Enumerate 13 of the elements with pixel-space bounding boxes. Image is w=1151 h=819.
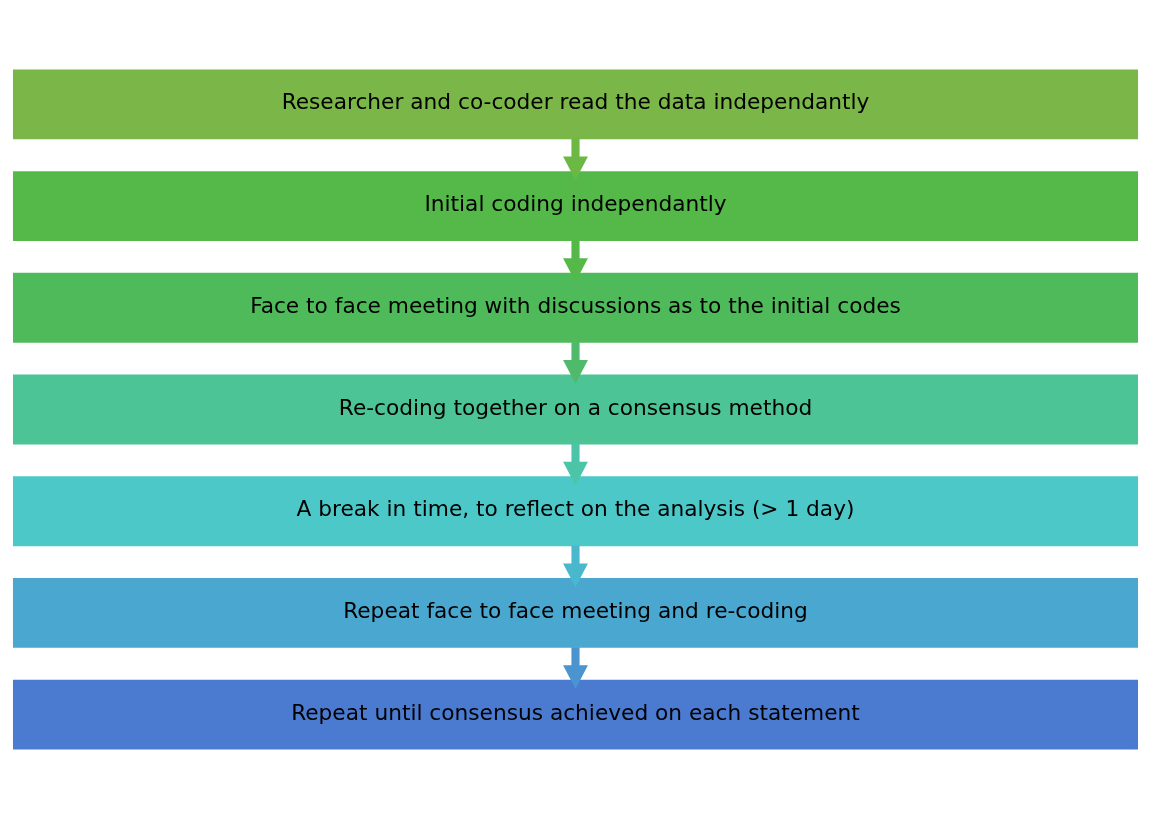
node-box: A break in time, to reflect on the analysis (> 1 day) <box>12 476 1139 547</box>
node-box: Re-coding together on a consensus method <box>12 374 1139 445</box>
node-box: Initial coding independantly <box>12 171 1139 241</box>
arrow <box>563 443 588 486</box>
arrow <box>563 138 588 181</box>
arrow <box>563 647 588 689</box>
node-box: Researcher and co-coder read the data independantly <box>12 69 1139 140</box>
node-box: Face to face meeting with discussions as to the initial codes <box>12 272 1139 343</box>
arrow <box>563 240 588 282</box>
arrow <box>563 545 588 588</box>
arrow <box>563 342 588 384</box>
node-box: Repeat face to face meeting and re-coding <box>12 578 1139 648</box>
node-box: Repeat until consensus achieved on each statement <box>12 679 1139 750</box>
